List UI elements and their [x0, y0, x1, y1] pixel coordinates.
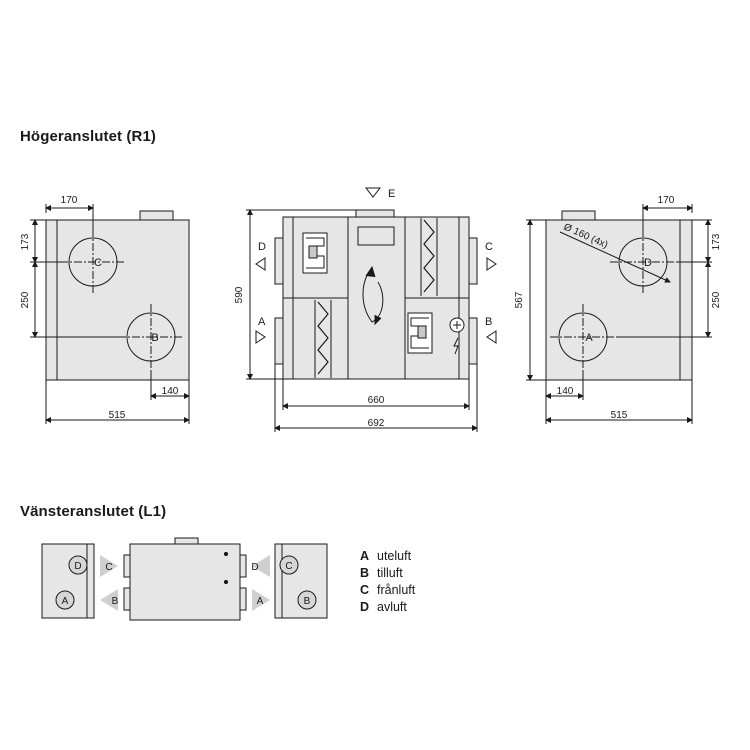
dim-173-left: 173 [20, 233, 31, 250]
dim-660: 660 [368, 395, 385, 406]
l1-center-unit [123, 537, 247, 621]
l1-arrow-d: D [251, 562, 258, 573]
dim-140-right: 140 [557, 386, 574, 397]
port-label-a: A [585, 332, 593, 344]
l1-arrow-c: C [105, 562, 112, 573]
l1-flow-arrows [100, 555, 270, 611]
dim-692: 692 [368, 418, 385, 429]
section-title-right: Högeranslutet (R1) [20, 128, 156, 145]
dim-515-right: 515 [611, 410, 628, 421]
l1-label-b: B [304, 596, 311, 607]
e-triangle-icon [364, 187, 382, 198]
flow-arrow-b [486, 330, 497, 344]
front-view [246, 187, 497, 432]
port-label-d: D [644, 257, 652, 269]
marker-d-front: D [258, 241, 266, 253]
marker-c-front: C [485, 241, 493, 253]
dim-170-left: 170 [61, 195, 78, 206]
marker-a-front: A [258, 316, 266, 328]
flow-arrow-d [255, 257, 266, 271]
dim-173-right: 173 [711, 233, 722, 250]
port-label-c: C [94, 257, 102, 269]
dim-140-left: 140 [162, 386, 179, 397]
left-side-view [30, 204, 190, 424]
l1-left-panel [41, 543, 95, 619]
dim-590: 590 [234, 286, 245, 303]
l1-right-panel [274, 543, 328, 619]
l1-label-a: A [62, 596, 69, 607]
dim-170-right: 170 [658, 195, 675, 206]
fan-top [302, 232, 328, 274]
flow-arrow-a [255, 330, 266, 344]
l1-arrow-a: A [257, 596, 264, 607]
dim-250-right: 250 [711, 291, 722, 308]
section-title-left: Vänsteranslutet (L1) [20, 503, 167, 520]
right-side-view [526, 204, 712, 424]
port-label-b: B [151, 332, 158, 344]
l1-arrow-b: B [112, 596, 119, 607]
electric-icon [453, 337, 459, 355]
dim-250-left: 250 [20, 291, 31, 308]
dim-515-left: 515 [109, 410, 126, 421]
l1-label-c: C [285, 561, 292, 572]
marker-e: E [388, 188, 395, 200]
l1-label-d: D [74, 561, 81, 572]
dim-567: 567 [514, 291, 525, 308]
flow-arrow-c [486, 257, 497, 271]
marker-b-front: B [485, 316, 492, 328]
fan-bottom [407, 312, 433, 354]
